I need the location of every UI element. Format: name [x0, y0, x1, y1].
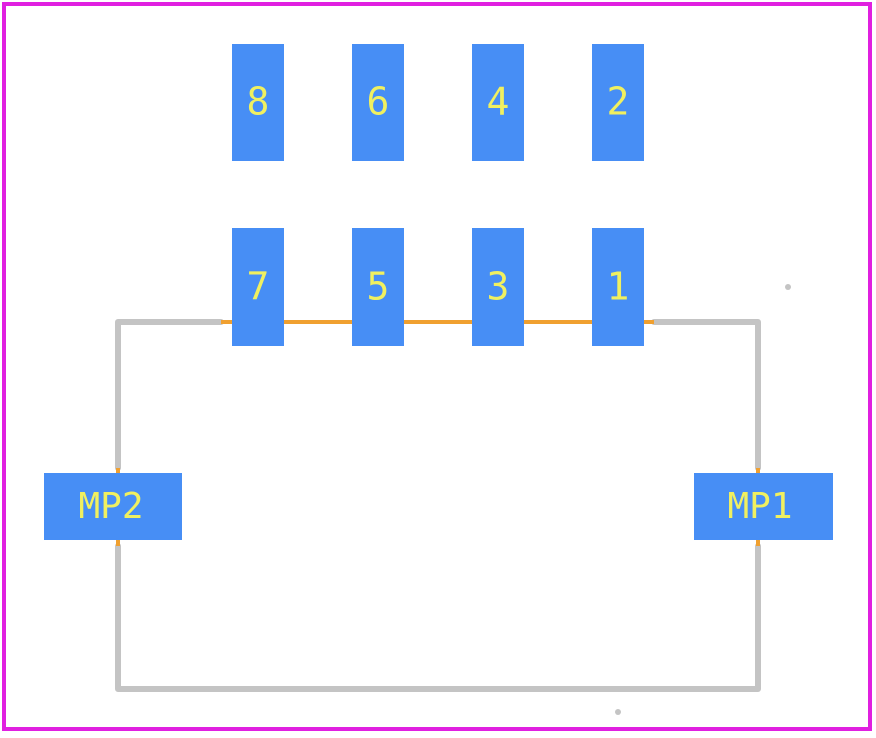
pad-1[interactable]: 1	[592, 228, 644, 346]
pad-2-label: 2	[607, 80, 630, 124]
pad-8-shape	[232, 44, 284, 161]
pad-mp1-label: MP1	[727, 486, 792, 527]
pad-4-shape	[472, 44, 524, 161]
pad-7[interactable]: 7	[232, 228, 284, 346]
pad-7-label: 7	[247, 265, 270, 309]
pad-8[interactable]: 8	[232, 44, 284, 161]
pad-5-shape	[352, 228, 404, 346]
pad-3[interactable]: 3	[472, 228, 524, 346]
pad-4-label: 4	[487, 80, 510, 124]
pad-3-label: 3	[487, 265, 510, 309]
pad-mp2-label: MP2	[78, 486, 143, 527]
pad-7-shape	[232, 228, 284, 346]
pin1-marker-dot	[785, 284, 791, 290]
pad-3-shape	[472, 228, 524, 346]
silkscreen-outline-left-top	[115, 319, 224, 471]
pad-6-label: 6	[367, 80, 390, 124]
pad-5[interactable]: 5	[352, 228, 404, 346]
pad-5-label: 5	[367, 265, 390, 309]
pad-2-shape	[592, 44, 644, 161]
pad-mp2[interactable]: MP2	[44, 473, 182, 540]
pad-mp1[interactable]: MP1	[694, 473, 833, 540]
pad-8-label: 8	[247, 80, 270, 124]
pad-6-shape	[352, 44, 404, 161]
pad-1-label: 1	[607, 265, 630, 309]
origin-marker-dot	[615, 709, 621, 715]
pad-1-shape	[592, 228, 644, 346]
pad-2[interactable]: 2	[592, 44, 644, 161]
silkscreen-outline-right-top	[651, 319, 761, 471]
pad-4[interactable]: 4	[472, 44, 524, 161]
pad-6[interactable]: 6	[352, 44, 404, 161]
pad-mp2-shape	[44, 473, 182, 540]
pad-mp1-shape	[694, 473, 833, 540]
silkscreen-outline-bottom	[115, 543, 761, 692]
